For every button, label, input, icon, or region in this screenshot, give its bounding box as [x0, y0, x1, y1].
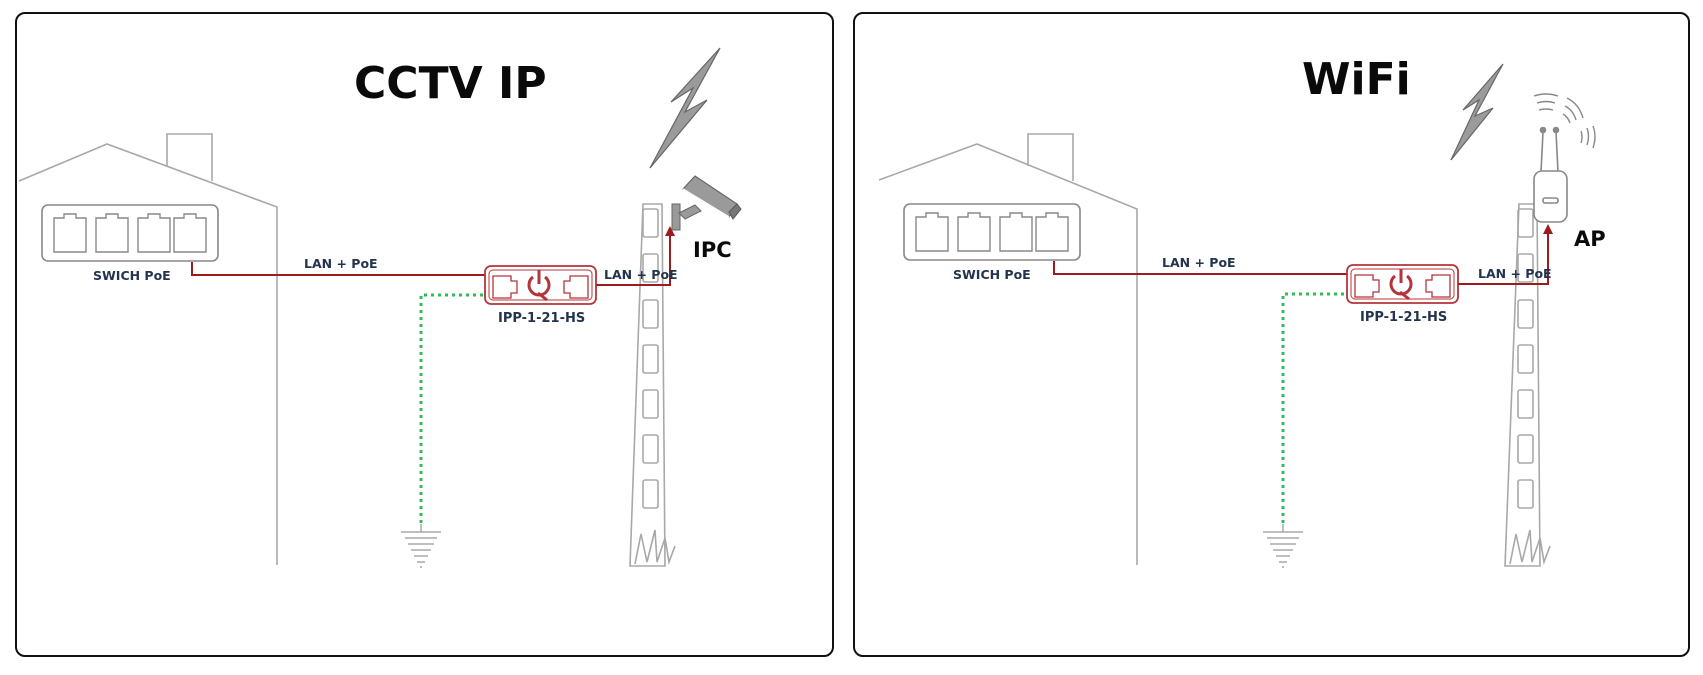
camera-icon — [671, 175, 742, 231]
end-device-label: AP — [1574, 227, 1606, 251]
link1-label: LAN + PoE — [1162, 255, 1236, 270]
panel-title: CCTV IP — [354, 58, 547, 109]
access-point-icon — [1533, 126, 1568, 223]
ground-wire — [419, 293, 525, 524]
lan-poe-cable-2 — [1458, 224, 1553, 285]
end-device-label: IPC — [693, 238, 732, 262]
panel-title: WiFi — [1302, 54, 1411, 105]
wifi-signal-icon — [1533, 93, 1596, 149]
link2-label: LAN + PoE — [604, 267, 678, 282]
lan-poe-cable-1 — [1053, 261, 1386, 279]
wifi-diagram: SWICH PoE LAN + PoE — [878, 63, 1606, 568]
pole — [1504, 203, 1551, 567]
ground-icon — [1263, 524, 1303, 568]
switch-label: SWICH PoE — [93, 268, 171, 283]
lightning-icon — [1450, 63, 1504, 161]
link1-label: LAN + PoE — [304, 256, 378, 271]
surge-protector — [1346, 264, 1459, 304]
link2-label: LAN + PoE — [1478, 266, 1552, 281]
poe-switch — [903, 203, 1081, 261]
wifi-panel: WiFi SWICH PoE LAN + PoE — [853, 12, 1690, 657]
building-outline — [878, 133, 1138, 565]
lan-poe-cable-2 — [596, 226, 675, 286]
building-outline — [18, 133, 278, 565]
protector-label: IPP-1-21-HS — [1360, 310, 1447, 325]
power-logo-icon — [1389, 269, 1413, 301]
ground-wire — [1281, 292, 1386, 524]
protector-label: IPP-1-21-HS — [498, 311, 585, 326]
cctv-diagram: SWICH PoE LAN + PoE — [18, 47, 742, 568]
lightning-icon — [649, 47, 721, 169]
cctv-ip-panel: CCTV IP SWICH PoE LAN + PoE — [15, 12, 834, 657]
pole — [629, 203, 676, 567]
poe-switch — [41, 204, 219, 262]
lan-poe-cable-1 — [191, 262, 524, 280]
power-logo-icon — [527, 270, 551, 302]
switch-label: SWICH PoE — [953, 267, 1031, 282]
ground-icon — [401, 524, 441, 568]
surge-protector — [484, 265, 597, 305]
